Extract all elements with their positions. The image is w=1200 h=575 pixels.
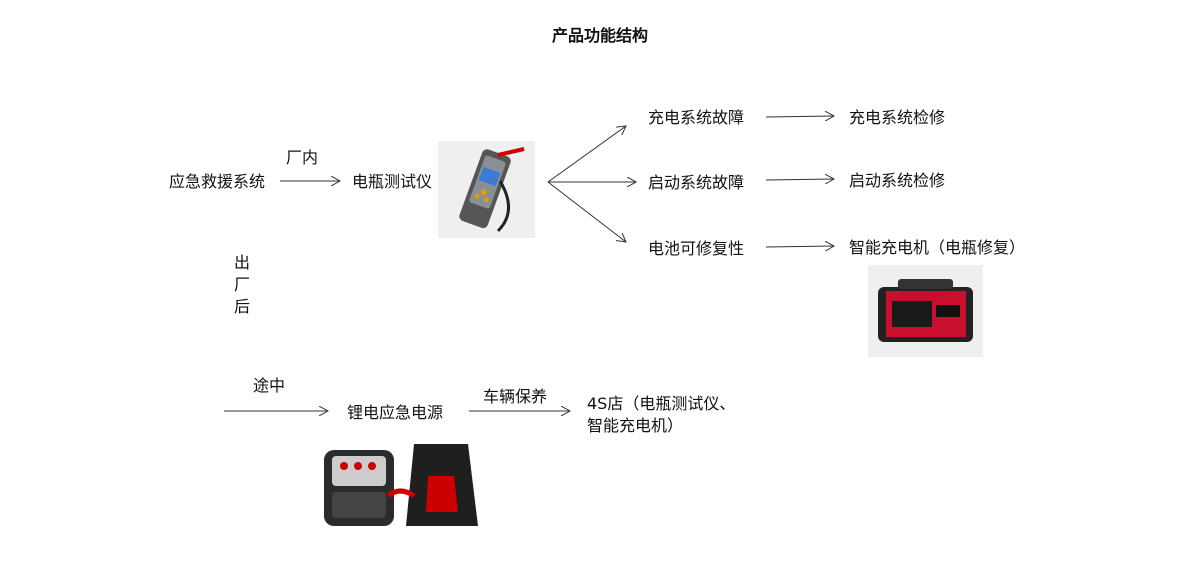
node-lithium: 锂电应急电源 <box>347 403 444 422</box>
node-smart-charger: 智能充电机（电瓶修复） <box>849 238 1026 257</box>
jump-starter-image <box>318 436 488 528</box>
battery-tester-image <box>438 141 535 238</box>
label-on-road: 途中 <box>253 376 286 395</box>
node-shop-line1: 4S店（电瓶测试仪、 <box>587 394 736 413</box>
arrow-tester-battery <box>547 181 626 242</box>
label-in-factory: 厂内 <box>286 148 319 167</box>
node-charge-fault: 充电系统故障 <box>648 108 745 127</box>
label-out-factory-char: 出 <box>234 253 251 272</box>
label-maintenance: 车辆保养 <box>483 387 548 406</box>
arrow-charge-repair <box>765 116 834 117</box>
label-out-factory-char: 厂 <box>234 275 251 294</box>
diagram-title: 产品功能结构 <box>551 26 648 45</box>
node-start-repair: 启动系统检修 <box>849 171 946 190</box>
arrow-battery-charger <box>765 246 834 247</box>
arrow-start-repair <box>765 179 834 180</box>
arrow-tester-charge <box>547 126 626 183</box>
smart-charger-image <box>868 265 983 357</box>
node-rescue: 应急救援系统 <box>169 172 266 191</box>
node-start-fault: 启动系统故障 <box>648 173 745 192</box>
node-tester: 电瓶测试仪 <box>352 172 433 191</box>
label-out-factory: 出 厂 后 <box>234 252 252 318</box>
node-battery-fix: 电池可修复性 <box>648 239 745 258</box>
label-out-factory-char: 后 <box>234 297 251 316</box>
node-shop-line2: 智能充电机） <box>587 416 684 435</box>
node-charge-repair: 充电系统检修 <box>849 108 946 127</box>
